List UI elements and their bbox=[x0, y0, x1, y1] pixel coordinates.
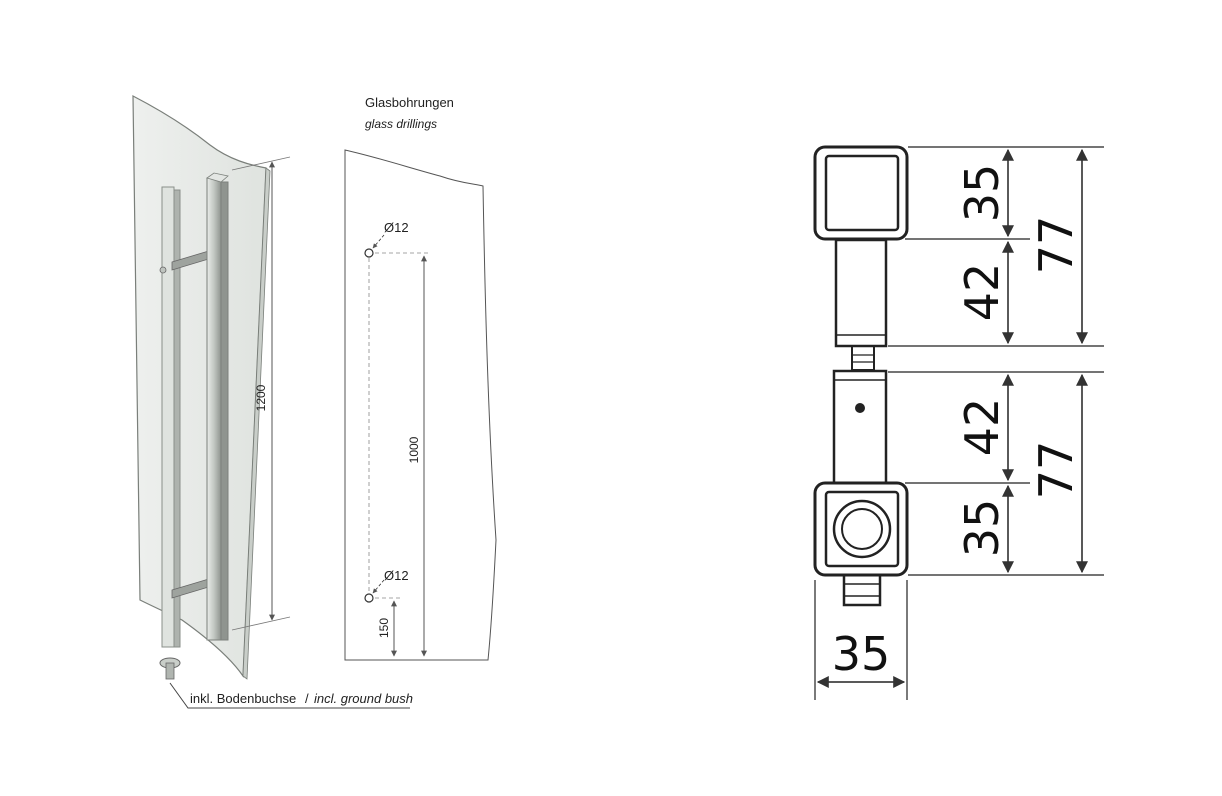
bottom-bar-profile bbox=[813, 481, 909, 577]
ground-bush bbox=[159, 657, 181, 680]
top-standoff-label: 42 bbox=[955, 263, 1009, 322]
drilling-title-de: Glasbohrungen bbox=[365, 95, 454, 110]
drill-hole-bottom bbox=[364, 593, 374, 603]
drill-hole-bottom-label: Ø12 bbox=[384, 568, 409, 583]
height-dimension-label: 1200 bbox=[254, 384, 268, 411]
perspective-view: inkl. Bodenbuchse / incl. ground bush 12… bbox=[132, 95, 413, 709]
bottom-bar-size-label: 35 bbox=[955, 499, 1009, 558]
bottom-stud bbox=[842, 573, 882, 607]
drill-hole-top-label: Ø12 bbox=[384, 220, 409, 235]
ground-bush-label-de: inkl. Bodenbuchse bbox=[190, 691, 296, 706]
bottom-standoff-label: 42 bbox=[955, 398, 1009, 457]
glass-edge bbox=[242, 167, 271, 680]
drilling-title-en: glass drillings bbox=[365, 117, 437, 131]
ground-bush-leader bbox=[169, 682, 410, 709]
drill-hole-top bbox=[364, 248, 374, 258]
top-bar-size-label: 35 bbox=[955, 164, 1009, 223]
bottom-total-label: 77 bbox=[1029, 441, 1083, 500]
top-standoff bbox=[834, 238, 888, 348]
bottom-offset-label: 150 bbox=[377, 618, 391, 638]
ground-bush-label-en: incl. ground bush bbox=[314, 691, 413, 706]
side-view-labels: 35 42 77 42 77 35 35 bbox=[832, 164, 1083, 681]
bottom-standoff bbox=[832, 369, 888, 485]
side-view bbox=[813, 145, 1104, 700]
glass-outline bbox=[344, 149, 497, 661]
hole-spacing-label: 1000 bbox=[407, 436, 421, 463]
top-bar-profile bbox=[813, 145, 909, 241]
drilling-view: Glasbohrungen glass drillings Ø12 Ø12 10… bbox=[344, 95, 497, 661]
front-handle-bar bbox=[206, 172, 229, 641]
rear-handle-bar bbox=[161, 186, 181, 648]
ground-bush-separator: / bbox=[305, 691, 309, 706]
top-total-label: 77 bbox=[1029, 216, 1083, 275]
bar-width-label: 35 bbox=[832, 627, 891, 681]
height-dimension: 1200 bbox=[231, 156, 291, 631]
